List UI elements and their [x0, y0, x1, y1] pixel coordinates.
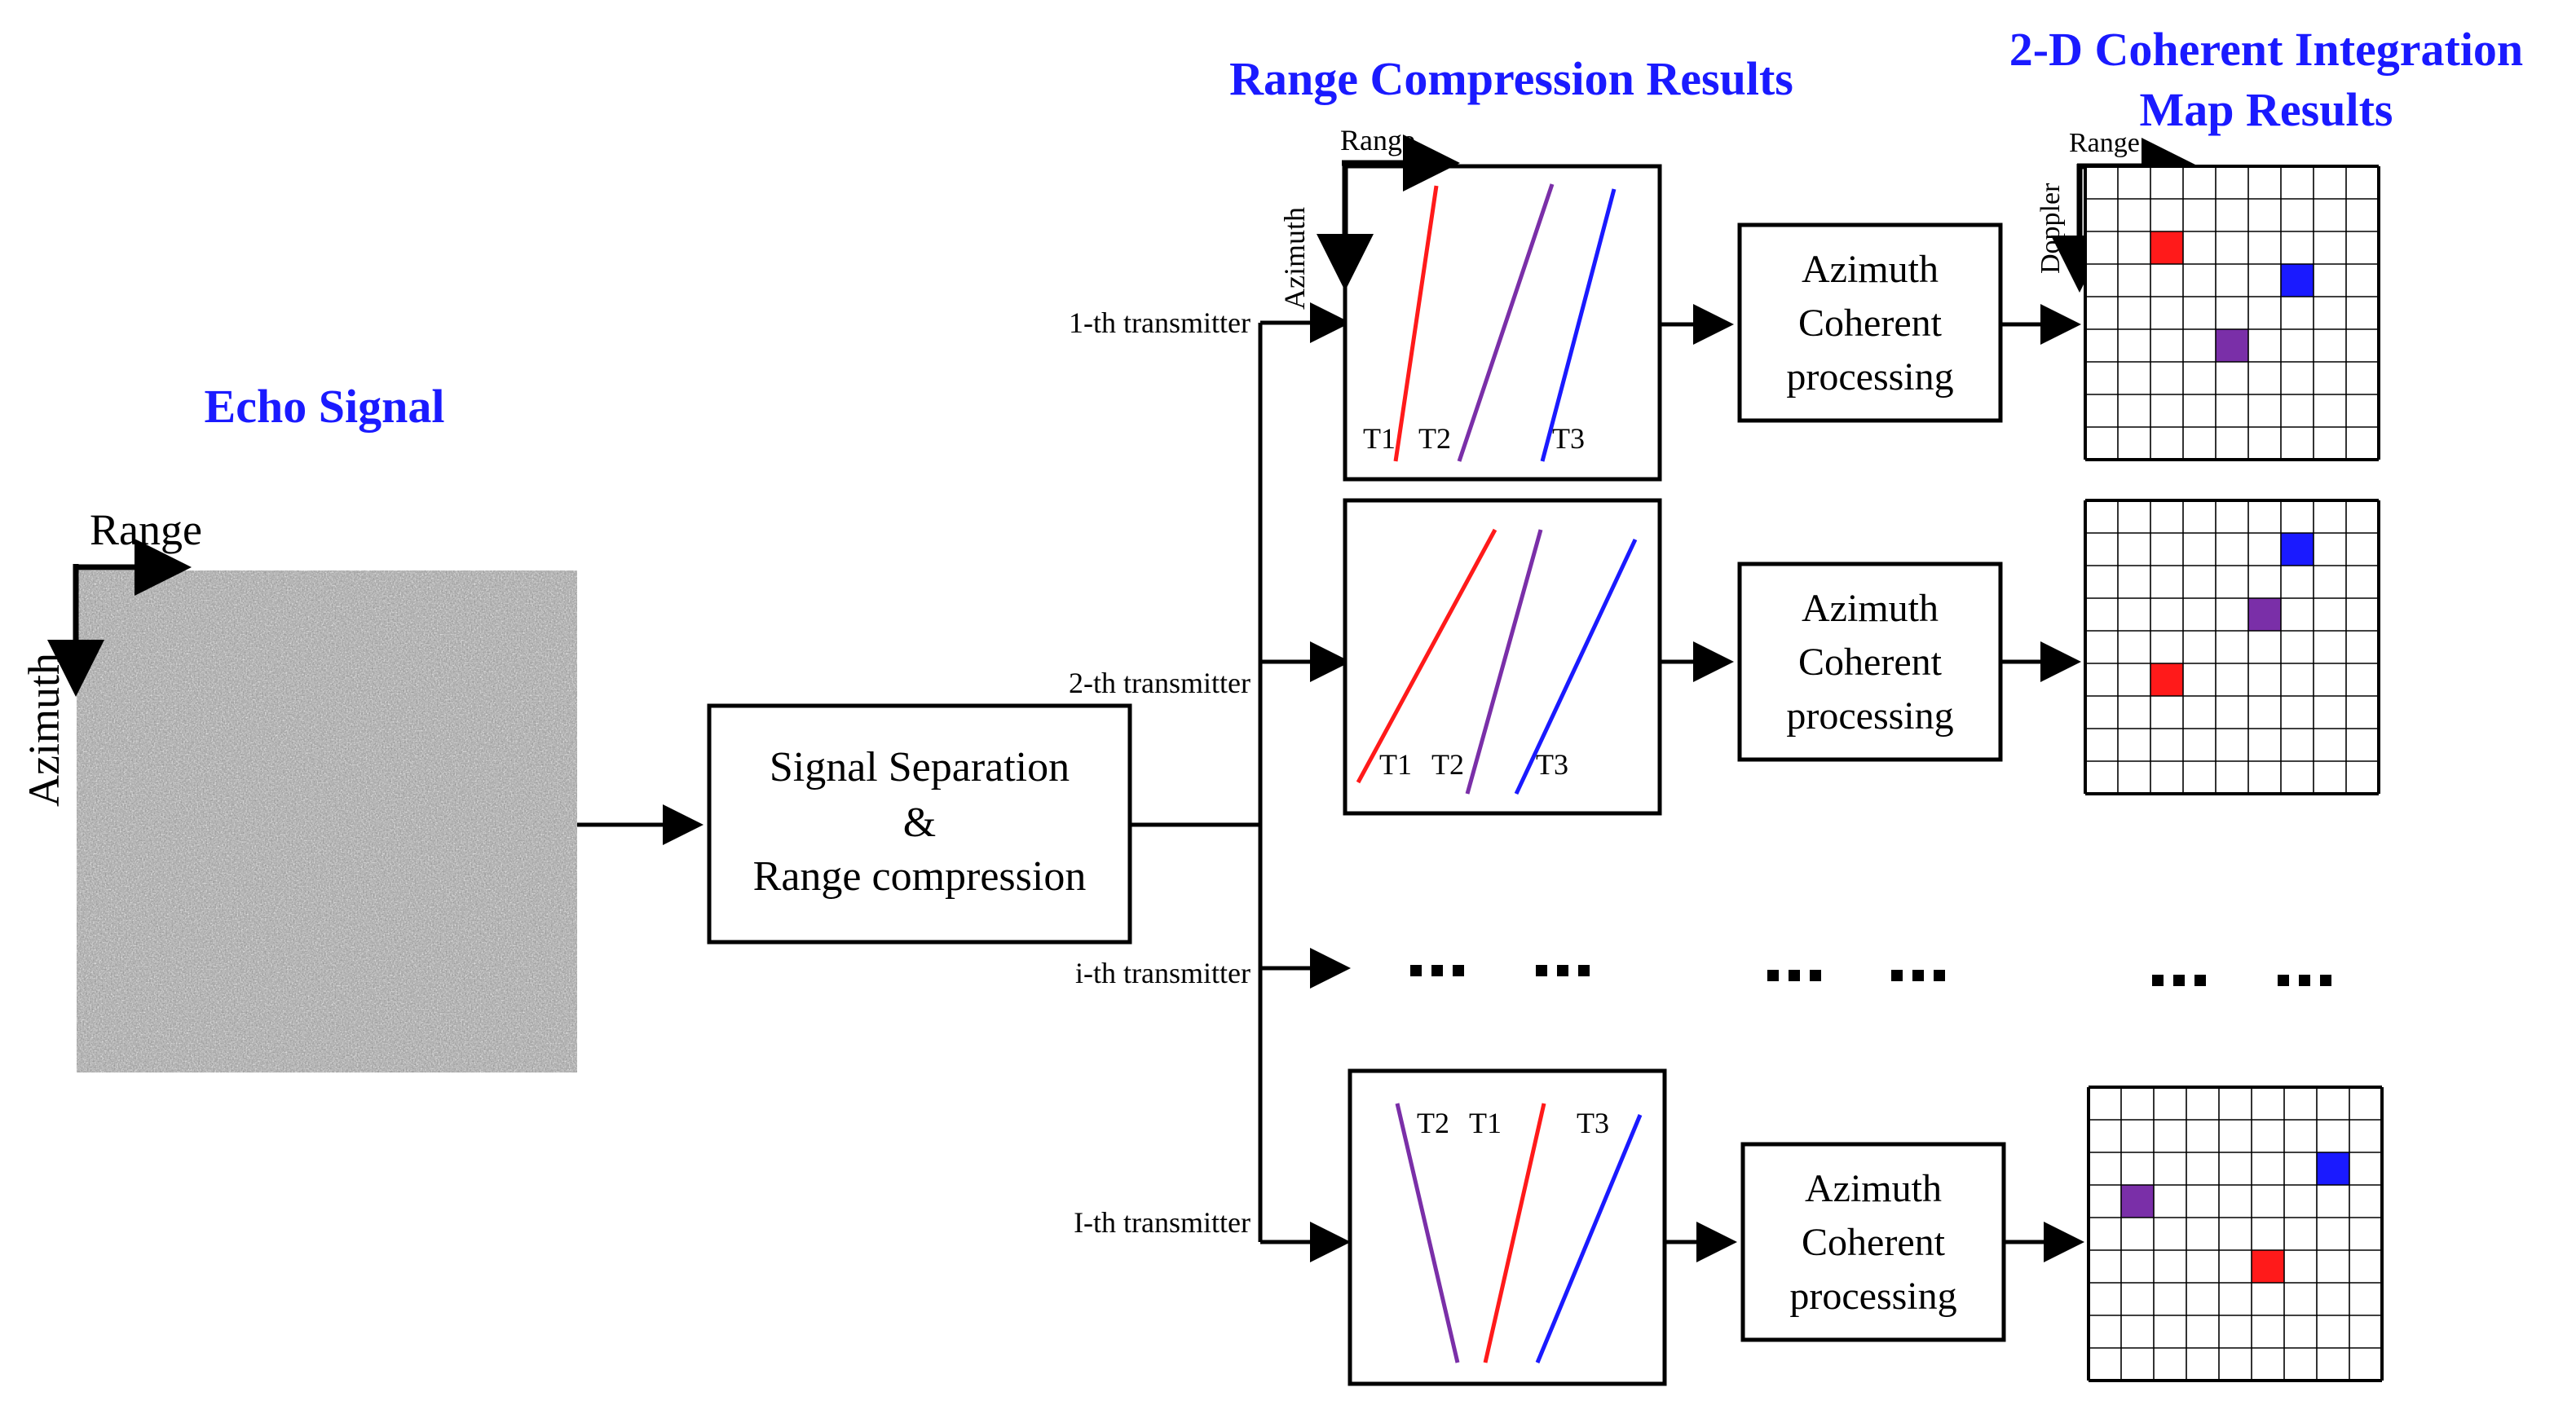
rc-panel-2: T1 T2 T3	[1343, 498, 1662, 816]
ellipsis-az-b	[1891, 970, 1945, 981]
az4-line1: Azimuth	[1805, 1167, 1942, 1210]
azimuth-box-4: Azimuth Coherent processing	[1740, 1142, 2006, 1342]
map-1-target-cell-2	[2281, 264, 2314, 297]
rc4-target-t3-trace	[1535, 1114, 1643, 1363]
transmitter-1-label: 1-th transmitter	[1069, 306, 1251, 339]
separation-line1: Signal Separation	[770, 744, 1070, 791]
az4-line2: Coherent	[1802, 1221, 1946, 1264]
azimuth-box-4-frame	[1740, 1142, 2006, 1342]
transmitter-i-label: i-th transmitter	[1075, 957, 1251, 989]
rc4-label-t2: T2	[1417, 1107, 1449, 1139]
map-grid-2	[2084, 499, 2380, 795]
map-2-target-cell-1	[2281, 533, 2314, 566]
map-3-background	[2089, 1087, 2382, 1381]
echo-signal-title: Echo Signal	[205, 380, 445, 433]
azimuth-box-1-frame	[1737, 222, 2003, 423]
az1-line1: Azimuth	[1802, 248, 1939, 291]
az1-line3: processing	[1786, 355, 1953, 399]
echo-signal-panel: Range Azimuth	[20, 505, 577, 1072]
echo-azimuth-label: Azimuth	[20, 653, 68, 807]
azimuth-box-1: Azimuth Coherent processing	[1737, 222, 2003, 423]
ellipsis-map-a	[2152, 975, 2206, 986]
rc2-label-t3: T3	[1536, 748, 1568, 781]
map-1-target-cell-1	[2150, 231, 2183, 264]
rc2-label-t1: T1	[1379, 748, 1412, 781]
ellipsis-rc-b	[1536, 965, 1590, 976]
map-1-background	[2085, 166, 2379, 460]
rc-panel-4: T2 T1 T3	[1348, 1068, 1667, 1386]
ellipsis-rc-a	[1410, 965, 1464, 976]
map-2-target-cell-3	[2150, 663, 2183, 696]
echo-noise-texture	[77, 570, 577, 1072]
map-2-background	[2085, 500, 2379, 794]
ellipsis-row	[1410, 965, 2331, 986]
ellipsis-map-b	[2278, 975, 2331, 986]
rc4-label-t1: T1	[1469, 1107, 1502, 1139]
rc1-target-t2-trace	[1457, 183, 1555, 462]
rc-panel-2-frame	[1343, 498, 1662, 816]
rc4-label-t3: T3	[1577, 1107, 1609, 1139]
rc4-target-t2-trace	[1395, 1103, 1460, 1363]
rc2-label-t2: T2	[1431, 748, 1464, 781]
signal-separation-box: Signal Separation & Range compression	[707, 703, 1132, 945]
azimuth-box-2: Azimuth Coherent processing	[1737, 562, 2003, 762]
map-3-target-cell-2	[2121, 1185, 2154, 1218]
map-2-target-cell-2	[2248, 598, 2281, 631]
az2-line2: Coherent	[1798, 641, 1943, 684]
rc-panel-1: Range Azimuth T1 T2 T3	[1278, 124, 1662, 482]
rc2-target-t1-trace	[1356, 528, 1498, 784]
integration-title-line1: 2-D Coherent Integration	[2009, 23, 2523, 76]
integration-title-line2: Map Results	[2140, 83, 2393, 136]
range-compression-title: Range Compression Results	[1229, 52, 1793, 105]
map-doppler-axis-label: Doppler	[2036, 183, 2066, 274]
rc1-label-t3: T3	[1552, 422, 1585, 455]
map-1-target-cell-3	[2216, 329, 2248, 362]
rc1-target-t1-trace	[1393, 185, 1439, 462]
map-grid-4	[2087, 1086, 2384, 1382]
az2-line3: processing	[1786, 694, 1953, 738]
transmitter-I-label: I-th transmitter	[1074, 1206, 1251, 1239]
rc-azimuth-axis-label: Azimuth	[1278, 207, 1311, 310]
rc1-label-t2: T2	[1418, 422, 1451, 455]
transmitter-2-label: 2-th transmitter	[1069, 667, 1251, 699]
signal-separation-frame	[707, 703, 1132, 945]
az1-line2: Coherent	[1798, 302, 1943, 345]
rc2-target-t3-trace	[1514, 538, 1638, 795]
rc1-target-t3-trace	[1540, 188, 1617, 462]
separation-line3: Range compression	[753, 853, 1087, 900]
map-3-target-cell-1	[2317, 1152, 2349, 1185]
rc1-label-t1: T1	[1363, 422, 1396, 455]
rc-panel-4-frame	[1348, 1068, 1667, 1386]
map-3-target-cell-3	[2252, 1250, 2284, 1283]
echo-range-label: Range	[90, 505, 202, 554]
az4-line3: processing	[1789, 1275, 1956, 1318]
map-range-axis-label: Range	[2069, 128, 2140, 158]
ellipsis-az-a	[1767, 970, 1821, 981]
az2-line1: Azimuth	[1802, 587, 1939, 630]
rc2-target-t2-trace	[1465, 529, 1543, 795]
rc-range-axis-label: Range	[1340, 124, 1415, 156]
rc4-target-t1-trace	[1483, 1103, 1546, 1363]
separation-line2: &	[903, 799, 936, 846]
transmitter-bus	[1130, 302, 1351, 1262]
map-grid-1	[2084, 165, 2380, 461]
